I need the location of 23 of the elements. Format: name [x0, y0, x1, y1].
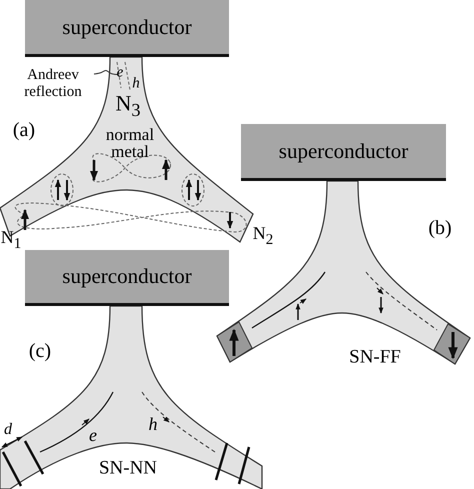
- panel-label: (a): [12, 120, 36, 140]
- particle-label: e: [116, 66, 124, 80]
- particle-label: h: [148, 415, 158, 433]
- superconductor-block: [241, 124, 446, 181]
- region-label: normal metal: [104, 126, 156, 160]
- dimension-label: d: [4, 422, 12, 438]
- terminal-label: N$_{1}$: [0, 228, 22, 252]
- configuration-label: SN-FF: [349, 348, 401, 366]
- superconductor-block: [25, 250, 229, 306]
- terminal-label: N$_{2}$: [252, 224, 274, 248]
- superconductor-block: [25, 0, 229, 57]
- particle-label: e: [89, 426, 97, 444]
- particle-label: h: [132, 76, 140, 92]
- annotation-text: Andreev reflection: [23, 67, 83, 101]
- configuration-label: SN-NN: [98, 458, 158, 478]
- panel-label: (c): [28, 341, 52, 361]
- block-label: superconductor: [62, 264, 192, 289]
- panel-label: (b): [428, 218, 452, 238]
- block-label: superconductor: [278, 138, 408, 164]
- trajectory-lines: [116, 62, 130, 90]
- block-label: superconductor: [62, 14, 192, 40]
- leader-line: [94, 70, 118, 76]
- region-label: N$_{3}$: [115, 92, 141, 120]
